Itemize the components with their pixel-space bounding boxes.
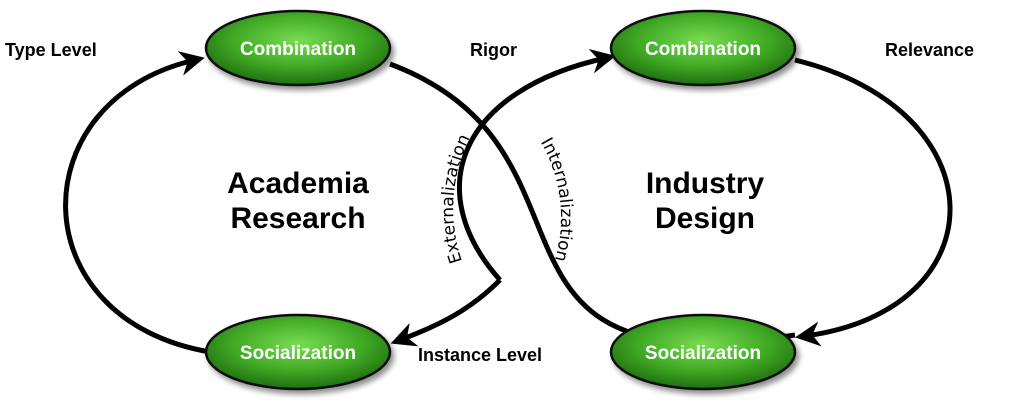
label-externalization: Externalization: [438, 131, 474, 266]
label-rigor: Rigor: [470, 40, 517, 60]
node-label: Socialization: [240, 343, 356, 364]
label-type-level: Type Level: [5, 40, 97, 60]
label-instance-level: Instance Level: [418, 345, 542, 365]
node-combination-left: Combination: [204, 9, 392, 87]
label-research: Research: [230, 202, 365, 235]
arrow-right-loop-down: [794, 57, 953, 347]
label-internalization: Internalization: [536, 134, 576, 263]
externalization-text: Externalization: [438, 131, 474, 266]
internalization-text: Internalization: [536, 134, 576, 263]
label-relevance: Relevance: [885, 40, 974, 60]
arrow-to-socialization-left: [390, 278, 502, 347]
node-label: Combination: [240, 39, 356, 60]
arrow-socialization-to-combination: [457, 49, 616, 282]
node-socialization-right: Socialization: [609, 313, 797, 391]
arrow-left-loop-up: [63, 51, 211, 355]
node-socialization-left: Socialization: [204, 313, 392, 391]
node-label: Socialization: [645, 343, 761, 364]
label-academia: Academia: [227, 167, 369, 200]
node-combination-right: Combination: [609, 9, 797, 87]
node-label: Combination: [645, 39, 761, 60]
label-design: Design: [655, 202, 755, 235]
label-industry: Industry: [646, 167, 765, 200]
